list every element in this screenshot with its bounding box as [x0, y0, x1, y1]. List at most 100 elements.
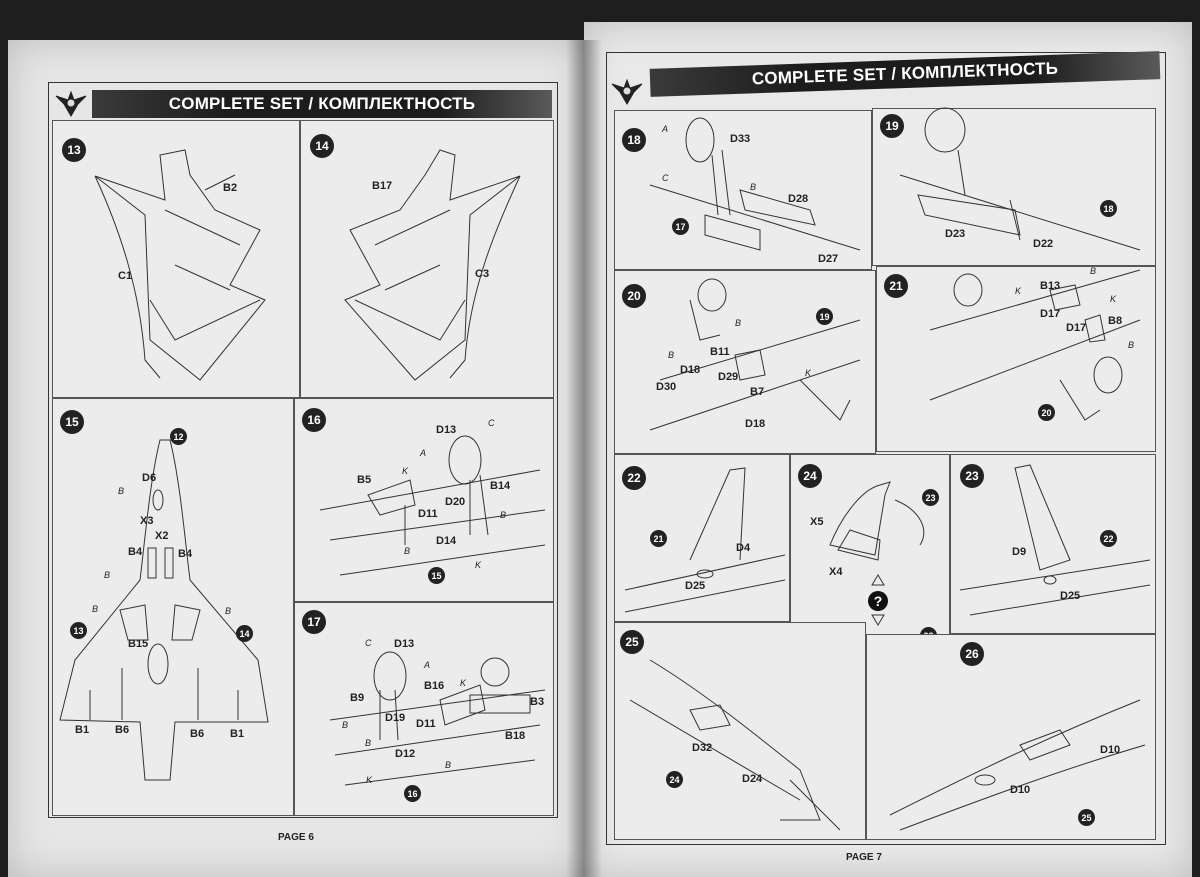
glue-c-marker: C — [488, 418, 495, 428]
part-b1-left-label: B1 — [75, 724, 90, 736]
glue-k-marker: K — [1015, 286, 1022, 296]
step-13-cell — [52, 120, 300, 398]
glue-a-marker: A — [420, 448, 427, 458]
step-26-cell — [866, 634, 1156, 840]
step-18-badge: 18 — [622, 128, 646, 152]
step-16-cell — [294, 398, 554, 602]
step-15-badge: 15 — [60, 410, 84, 434]
step-19-cell — [872, 108, 1156, 266]
part-d12-label: D12 — [395, 748, 416, 760]
glue-b-marker: B — [735, 318, 742, 328]
glue-b-marker: B — [92, 604, 99, 614]
part-b15-label: B15 — [128, 638, 149, 650]
question-mark-icon: ? — [868, 591, 888, 611]
ref-step-24-badge: 24 — [666, 771, 683, 788]
glue-c-marker: C — [365, 638, 372, 648]
part-d4-label: D4 — [736, 542, 751, 554]
part-x3-label: X3 — [140, 515, 154, 527]
part-b4-left-label: B4 — [128, 546, 143, 558]
part-d18-label: D18 — [745, 418, 766, 430]
glue-b-marker: B — [404, 546, 411, 556]
part-c1-label: C1 — [118, 270, 133, 282]
part-d33-label: D33 — [730, 133, 751, 145]
ref-step-12-badge: 12 — [170, 428, 187, 445]
glue-b-marker: B — [365, 738, 372, 748]
part-d13-label: D13 — [436, 424, 457, 436]
ref-step-15-badge: 15 — [428, 567, 445, 584]
glue-b-marker: B — [445, 760, 452, 770]
part-d9-label: D9 — [1012, 546, 1027, 558]
part-b13-label: B13 — [1040, 280, 1061, 292]
part-b5-label: B5 — [357, 474, 372, 486]
step-19-badge: 19 — [880, 114, 904, 138]
part-d18-label: D18 — [680, 364, 701, 376]
part-d27-label: D27 — [818, 253, 839, 265]
ref-step-17-badge: 17 — [672, 218, 689, 235]
part-d17-label: D17 — [1066, 322, 1087, 334]
part-b8-label: B8 — [1108, 315, 1123, 327]
part-b7-label: B7 — [750, 386, 765, 398]
left-page-title-banner: COMPLETE SET / КОМПЛЕКТНОСТЬ — [92, 90, 552, 118]
glue-k-marker: K — [1110, 294, 1117, 304]
left-page-number: PAGE 6 — [278, 832, 314, 843]
ref-step-22-badge: 22 — [1100, 530, 1117, 547]
left-instruction-frame — [48, 82, 558, 818]
glue-b-marker: B — [500, 510, 507, 520]
step-17-badge: 17 — [302, 610, 326, 634]
step-25-badge: 25 — [620, 630, 644, 654]
ref-step-19-badge: 19 — [816, 308, 833, 325]
step-22-badge: 22 — [622, 466, 646, 490]
part-d11-label: D11 — [416, 718, 436, 730]
part-b6-right-label: B6 — [190, 728, 205, 740]
part-b6-left-label: B6 — [115, 724, 130, 736]
glue-b-marker: B — [1090, 266, 1097, 276]
glue-k-marker: K — [805, 368, 812, 378]
glue-k-marker: K — [366, 775, 373, 785]
part-b3-label: B3 — [530, 696, 545, 708]
step-24-badge: 24 — [798, 464, 822, 488]
ref-step-23-badge: 23 — [922, 489, 939, 506]
ref-step-16-badge: 16 — [404, 785, 421, 802]
part-d24-label: D24 — [742, 773, 763, 785]
part-b18-label: B18 — [505, 730, 526, 742]
glue-k-marker: K — [402, 466, 409, 476]
part-b16-label: B16 — [424, 680, 445, 692]
ref-step-18-badge: 18 — [1100, 200, 1117, 217]
part-d10-label: D10 — [1010, 784, 1031, 796]
glue-b-marker: B — [104, 570, 111, 580]
part-b14-label: B14 — [490, 480, 511, 492]
part-b1-right-label: B1 — [230, 728, 245, 740]
part-x4-label: X4 — [829, 566, 843, 578]
part-d20-label: D20 — [445, 496, 466, 508]
part-x2-label: X2 — [155, 530, 169, 542]
glue-b-marker: B — [118, 486, 125, 496]
part-b4-right-label: B4 — [178, 548, 193, 560]
part-d29-label: D29 — [718, 371, 739, 383]
part-d13-label: D13 — [394, 638, 415, 650]
glue-a-marker: A — [424, 660, 431, 670]
glue-b-marker: B — [1128, 340, 1135, 350]
part-b17-label: B17 — [372, 180, 393, 192]
part-d22-label: D22 — [1033, 238, 1054, 250]
ref-step-20-badge: 20 — [1038, 404, 1055, 421]
glue-b-marker: B — [750, 182, 757, 192]
part-x5-label: X5 — [810, 516, 824, 528]
glue-b-marker: B — [668, 350, 675, 360]
right-page-number: PAGE 7 — [846, 852, 882, 863]
part-d11-label: D11 — [418, 508, 438, 520]
winged-shield-logo-icon — [55, 90, 87, 117]
winged-shield-logo-icon — [611, 78, 643, 105]
part-d25-label: D25 — [1060, 590, 1081, 602]
part-d14-label: D14 — [436, 535, 457, 547]
part-d19-label: D19 — [385, 712, 406, 724]
